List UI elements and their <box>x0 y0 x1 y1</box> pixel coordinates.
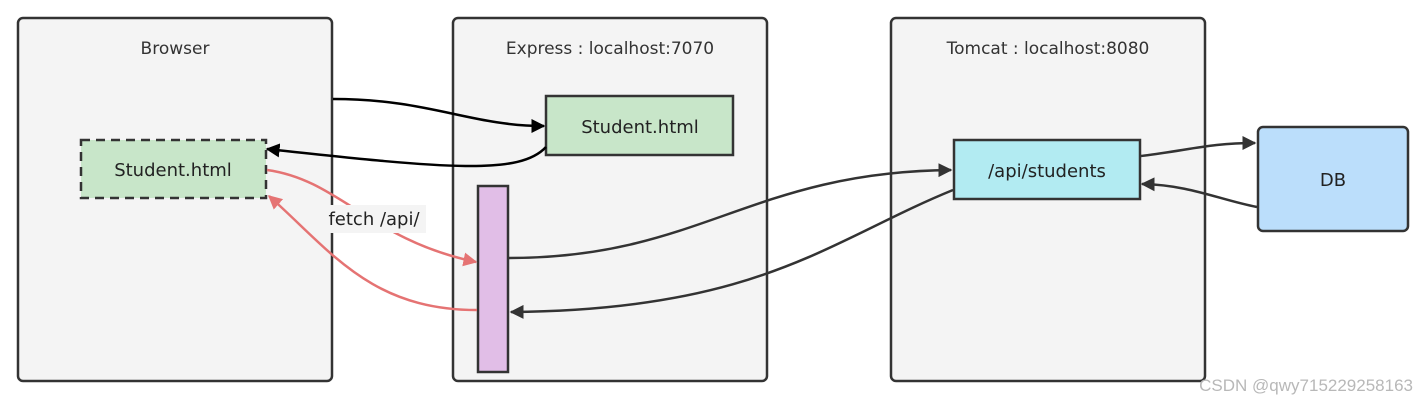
browser-title: Browser <box>141 39 210 59</box>
watermark-text: CSDN @qwy715229258163 <box>1199 376 1413 395</box>
api-students-label: /api/students <box>988 161 1106 182</box>
browser-student-html-box <box>79 138 268 200</box>
api-students-node[interactable]: /api/students <box>952 138 1142 201</box>
edge-proxy-to-api <box>508 163 953 260</box>
edge-fetch-response <box>267 195 478 312</box>
proxy-bar-box <box>476 184 510 374</box>
browser-container-box <box>16 16 334 383</box>
db-label: DB <box>1320 170 1346 191</box>
db-node[interactable]: DB <box>1256 125 1410 233</box>
edge-api-to-db <box>1140 136 1257 158</box>
browser-container: Browser <box>16 16 334 383</box>
edge-express-page-to-browser <box>265 143 547 168</box>
express-title: Express : localhost:7070 <box>506 39 714 59</box>
edge-api-to-proxy <box>509 188 954 319</box>
express-student-html-label: Student.html <box>581 117 699 138</box>
edge-db-to-api <box>1140 177 1258 209</box>
api-students-box <box>952 138 1142 201</box>
fetch-label: fetch /api/ <box>328 209 420 230</box>
express-student-html-box <box>544 94 735 157</box>
browser-student-html-node[interactable]: Student.html <box>79 138 268 200</box>
fetch-label-bg <box>322 205 426 233</box>
db-box <box>1256 125 1410 233</box>
tomcat-title: Tomcat : localhost:8080 <box>946 39 1150 59</box>
proxy-bar-node[interactable] <box>476 184 510 374</box>
browser-student-html-label: Student.html <box>114 160 232 181</box>
edge-browser-to-express-page <box>332 97 546 133</box>
express-student-html-node[interactable]: Student.html <box>544 94 735 157</box>
